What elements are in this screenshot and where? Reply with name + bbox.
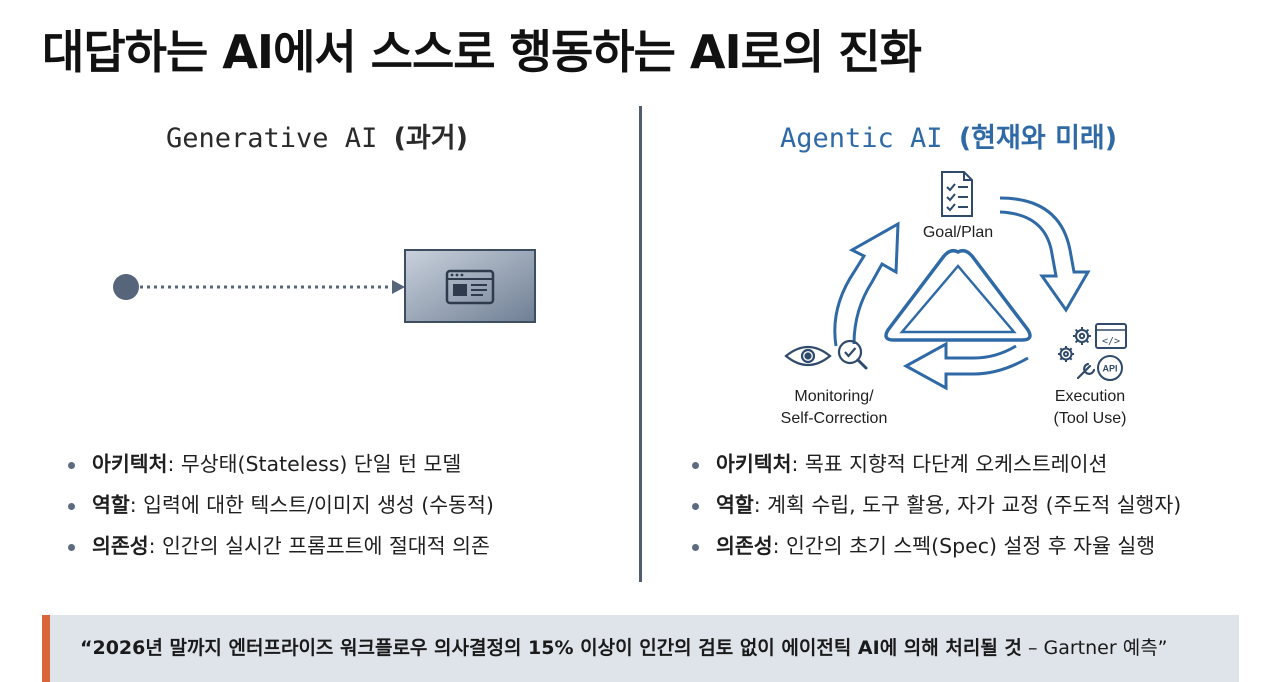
quote-main-text: “2026년 말까지 엔터프라이즈 워크플로우 의사결정의 15% 이상이 인간…: [80, 637, 1022, 659]
gear-icon-2: [1058, 346, 1074, 362]
bullet-architecture: 아키텍처: 목표 지향적 다단계 오케스트레이션: [690, 444, 1181, 485]
eye-icon: [784, 345, 832, 367]
flow-arrowhead-icon: [392, 280, 405, 294]
bullet-architecture: 아키텍처: 무상태(Stateless) 단일 턴 모델: [66, 444, 494, 485]
generative-ai-bullet-list: 아키텍처: 무상태(Stateless) 단일 턴 모델 역할: 입력에 대한 …: [66, 444, 494, 567]
model-box-icon: [404, 249, 536, 323]
cycle-triangle: [884, 248, 1032, 342]
self-correction-label: Self-Correction: [781, 410, 888, 427]
input-node-icon: [113, 274, 139, 300]
api-badge-icon: API: [1097, 355, 1123, 381]
execution-tool-use-label: (Tool Use): [1054, 410, 1127, 427]
bullet-dependency: 의존성: 인간의 초기 스펙(Spec) 설정 후 자율 실행: [690, 526, 1181, 567]
monitoring-label: Monitoring/: [794, 388, 874, 405]
generative-ai-heading-en: Generative AI: [166, 123, 378, 154]
bullet-role: 역할: 입력에 대한 텍스트/이미지 생성 (수동적): [66, 485, 494, 526]
page-title: 대답하는 AI에서 스스로 행동하는 AI로의 진화: [42, 25, 922, 79]
goal-plan-label: Goal/Plan: [923, 224, 993, 241]
execution-label: Execution: [1055, 388, 1125, 405]
magnifier-check-icon: [837, 339, 868, 370]
bullet-role: 역할: 계획 수립, 도구 활용, 자가 교정 (주도적 실행자): [690, 485, 1181, 526]
quote-source: – Gartner 예측”: [1021, 637, 1168, 659]
wrench-icon: [1076, 362, 1096, 380]
arrow-to-goal: [833, 221, 900, 347]
generative-ai-heading-ko: (과거): [393, 123, 468, 154]
column-divider: [639, 106, 642, 582]
bullet-dependency: 의존성: 인간의 실시간 프롬프트에 절대적 의존: [66, 526, 494, 567]
gear-icon: [1073, 327, 1091, 345]
generative-ai-heading: Generative AI (과거): [166, 116, 468, 155]
code-glyph: </>: [1102, 336, 1120, 347]
agentic-ai-bullet-list: 아키텍처: 목표 지향적 다단계 오케스트레이션 역할: 계획 수립, 도구 활…: [690, 444, 1181, 567]
agentic-ai-heading-ko: (현재와 미래): [958, 123, 1118, 154]
checklist-icon: [941, 171, 973, 217]
arrow-to-execution: [999, 196, 1091, 313]
agentic-ai-heading: Agentic AI (현재와 미래): [780, 116, 1117, 155]
arrow-to-monitoring: [902, 341, 1029, 391]
generative-ai-diagram: [113, 249, 536, 323]
agentic-ai-heading-en: Agentic AI: [780, 123, 943, 154]
window-icon: [445, 269, 495, 305]
agentic-cycle-diagram: Goal/Plan </> API Execution (Tool Use): [781, 171, 1127, 427]
code-window-icon: </>: [1095, 323, 1127, 349]
api-label: API: [1102, 364, 1117, 374]
gartner-quote: “2026년 말까지 엔터프라이즈 워크플로우 의사결정의 15% 이상이 인간…: [80, 615, 1168, 682]
gartner-quote-bar: “2026년 말까지 엔터프라이즈 워크플로우 의사결정의 15% 이상이 인간…: [42, 615, 1239, 682]
